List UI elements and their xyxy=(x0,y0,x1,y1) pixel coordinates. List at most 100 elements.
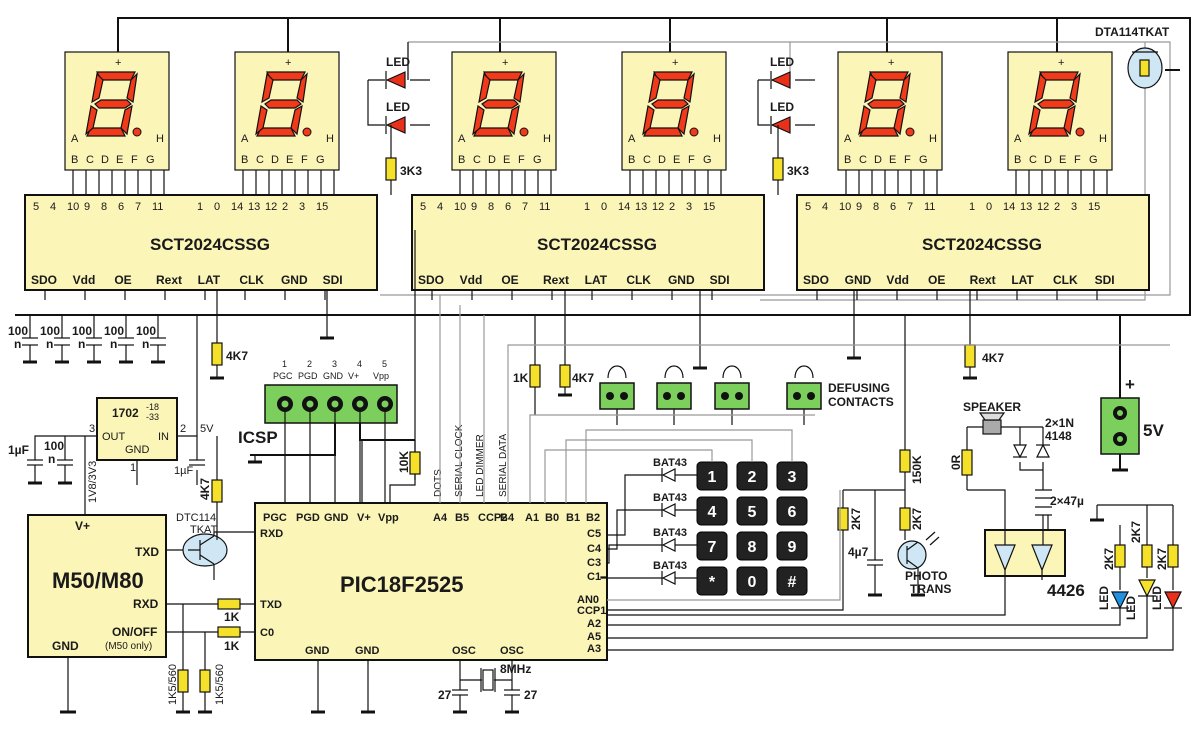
crystal: 8MHz 27 27 xyxy=(311,660,538,714)
segment-g xyxy=(1037,99,1075,109)
driver-bottom-pin: GND xyxy=(845,273,872,287)
icsp-pin-number: 2 xyxy=(307,359,312,369)
bat43-diode: BAT43 xyxy=(600,560,697,585)
defusing-label-1: DEFUSING xyxy=(828,381,890,395)
driver-pin-number: 7 xyxy=(522,201,528,213)
cap-2x47-label: 2×47µ xyxy=(1050,494,1084,508)
keypad-key[interactable]: 6 xyxy=(776,496,808,526)
segment-dp xyxy=(302,127,312,137)
resistor-3k3-right xyxy=(772,157,784,181)
icsp-label: ICSP xyxy=(238,428,278,447)
r-1k-label: 1K xyxy=(513,371,529,385)
driver-bottom-pin: SDI xyxy=(323,273,343,287)
reg-pin2: 2 xyxy=(180,423,186,435)
display-pin-label: F xyxy=(131,154,138,166)
bat43-label: BAT43 xyxy=(653,560,687,572)
display-pin-a: A xyxy=(1014,133,1022,145)
driver-pin-number: 12 xyxy=(1037,201,1049,213)
reg-5v: 5V xyxy=(200,423,214,435)
keypad-key[interactable]: # xyxy=(776,566,808,596)
sig-dots: DOTS xyxy=(433,469,444,497)
r-4k7-label: 4K7 xyxy=(198,478,212,500)
keypad-key[interactable]: 9 xyxy=(776,531,808,561)
segment-g xyxy=(867,99,905,109)
speaker-label: SPEAKER xyxy=(963,400,1021,414)
mcu-pin-right: C3 xyxy=(587,557,601,569)
module-onoff-note: (M50 only) xyxy=(105,641,152,652)
r-2k7-label: 2K7 xyxy=(1102,548,1116,570)
keypad-key-label: 8 xyxy=(748,539,757,556)
cap-1uf-label: 1µF xyxy=(8,443,29,457)
defusing-label-2: CONTACTS xyxy=(828,395,894,409)
sig-data: SERIAL DATA xyxy=(498,434,509,497)
mcu-pin-right: A5 xyxy=(587,631,601,643)
driver-bottom-pin: Rext xyxy=(543,273,569,287)
bat43-label: BAT43 xyxy=(653,457,687,469)
cap-100n-n: n xyxy=(78,337,85,351)
keypad-key[interactable]: 1 xyxy=(696,461,728,491)
driver-bottom-pin: OE xyxy=(501,273,518,287)
reg-pin3: 3 xyxy=(89,423,95,435)
driver-pin-number: 6 xyxy=(118,201,124,213)
cap-1uf-label: 1µF xyxy=(174,465,193,477)
gsm-module: M50/M80 V+ TXD RXD ON/OFF (M50 only) GND… xyxy=(27,514,255,714)
cap-100n-n: n xyxy=(142,337,149,351)
power-5v-label: 5V xyxy=(1143,421,1164,440)
display-pin-a: A xyxy=(241,133,249,145)
display-pin-label: B xyxy=(628,154,635,166)
display-pin-h: H xyxy=(713,133,721,145)
regulator: 1702 -18 -33 OUT IN GND 3 2 1 5V 1µF 1µF… xyxy=(8,315,223,540)
driver-bottom-pin: Vdd xyxy=(886,273,909,287)
driver-bottom-pin: SDO xyxy=(803,273,829,287)
segment-e xyxy=(472,104,485,136)
keypad-key[interactable]: 3 xyxy=(776,461,808,491)
keypad-key[interactable]: * xyxy=(696,566,728,596)
driver-bottom-pin: Vdd xyxy=(73,273,96,287)
bat43-label: BAT43 xyxy=(653,527,687,539)
photo-label-2: TRANS xyxy=(910,582,951,596)
cap-100n-n: n xyxy=(110,337,117,351)
segment-e xyxy=(1028,104,1041,136)
display-plus: + xyxy=(1058,57,1064,69)
display-pin-a: A xyxy=(628,133,636,145)
display-pin-h: H xyxy=(543,133,551,145)
diodes-label-2: 4148 xyxy=(1045,429,1072,443)
reg-in-label: IN xyxy=(158,431,169,443)
keypad-key[interactable]: 5 xyxy=(736,496,768,526)
driver-bottom-pin: LAT xyxy=(198,273,221,287)
driver-pin-number: 8 xyxy=(101,201,107,213)
driver-pin-number: 10 xyxy=(839,201,851,213)
display-plus: + xyxy=(115,57,121,69)
keypad-key[interactable]: 0 xyxy=(736,566,768,596)
segment-e xyxy=(858,104,871,136)
display-pin-label: F xyxy=(518,154,525,166)
keypad-key[interactable]: 8 xyxy=(736,531,768,561)
driver-pin-number: 2 xyxy=(1054,201,1060,213)
r-1k-label: 1K xyxy=(224,639,240,653)
icsp-pin-name: GND xyxy=(323,371,344,381)
segment-g xyxy=(94,99,132,109)
mcu-pin-bottom: OSC xyxy=(452,645,476,657)
segment-f xyxy=(261,72,274,104)
segment-d xyxy=(1029,127,1069,137)
segment-b xyxy=(683,72,695,104)
display-pin-label: G xyxy=(146,154,155,166)
segment-dp xyxy=(689,127,699,137)
mcu-pin-left: RXD xyxy=(260,528,283,540)
r-150k-label: 150K xyxy=(910,455,924,484)
cap-100n-label: 100 xyxy=(8,324,28,338)
display-plus: + xyxy=(888,57,894,69)
display-pin-label: E xyxy=(1059,154,1066,166)
mcu-pin-top: A4 xyxy=(433,512,448,524)
segment-f xyxy=(91,72,104,104)
driver-bottom-pin: LAT xyxy=(1011,273,1034,287)
keypad-key[interactable]: 7 xyxy=(696,531,728,561)
keypad-key[interactable]: 4 xyxy=(696,496,728,526)
keypad-key[interactable]: 2 xyxy=(736,461,768,491)
